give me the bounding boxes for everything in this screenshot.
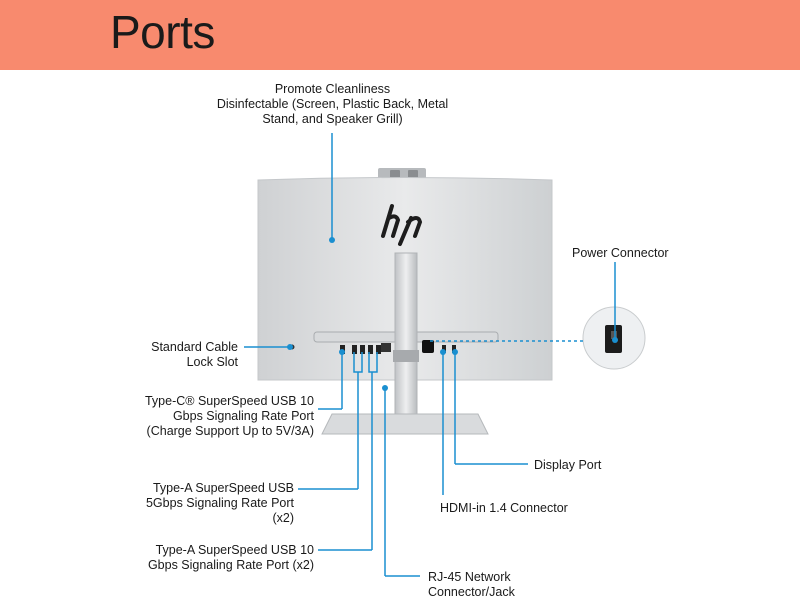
label-power-connector: Power Connector	[572, 246, 669, 260]
header-banner: Ports	[0, 0, 800, 70]
label-usb-a-5gbps: Type-A SuperSpeed USB 5Gbps Signaling Ra…	[145, 481, 294, 525]
label-cable-lock: Standard Cable Lock Slot	[151, 340, 238, 369]
label-display-port: Display Port	[534, 458, 602, 472]
leader-endpoints	[287, 237, 618, 391]
hp-logo	[381, 204, 423, 246]
label-hdmi-connector: HDMI-in 1.4 Connector	[440, 501, 568, 515]
label-usb-c-port: Type-C® SuperSpeed USB 10 Gbps Signaling…	[144, 394, 314, 438]
monitor-stand	[321, 252, 489, 435]
label-rj45-connector: RJ-45 Network Connector/Jack	[428, 570, 515, 599]
label-cleanliness: Promote Cleanliness Disinfectable (Scree…	[216, 82, 449, 126]
page-title: Ports	[110, 6, 215, 58]
leader-lines	[244, 133, 616, 577]
label-usb-a-10gbps: Type-A SuperSpeed USB 10 Gbps Signaling …	[147, 543, 314, 572]
leader-usb-a-10g	[368, 352, 378, 373]
